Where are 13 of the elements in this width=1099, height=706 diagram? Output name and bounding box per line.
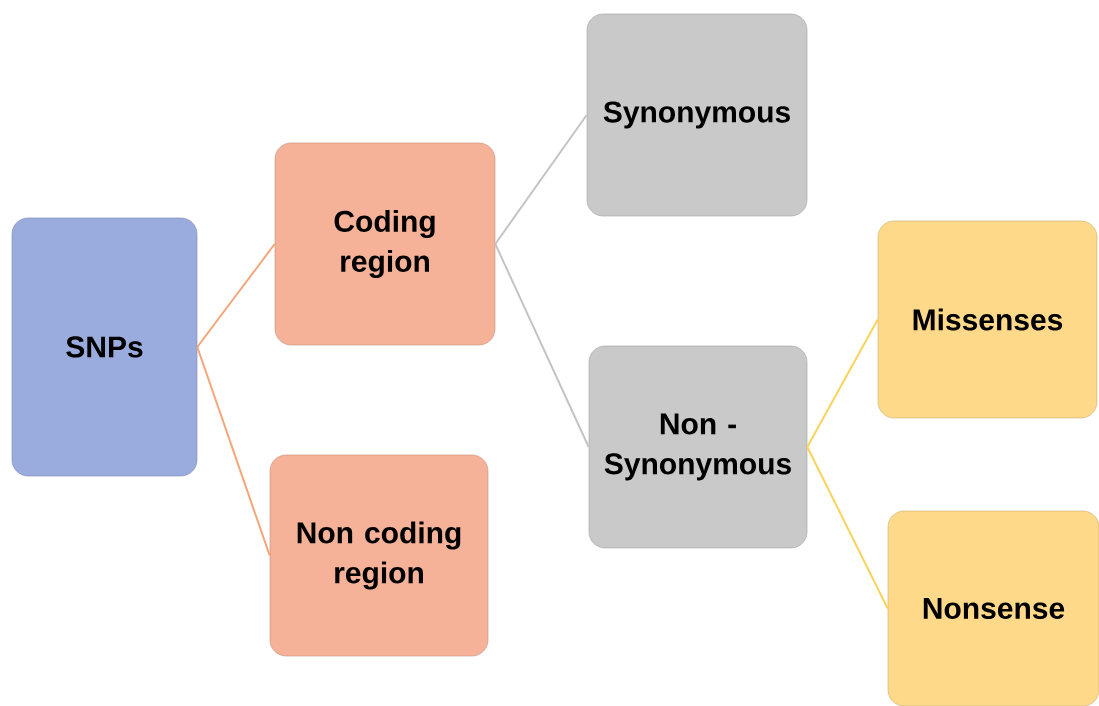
connector-line (196, 346, 271, 557)
connector-line (494, 114, 588, 245)
type-box: Synonymous (586, 13, 808, 217)
connector-line (806, 318, 879, 448)
root-box: SNPs (11, 217, 198, 477)
category-box: Coding region (274, 142, 496, 346)
category-box: Non coding region (269, 454, 489, 657)
type-box: Non - Synonymous (588, 345, 808, 549)
connector-line (806, 446, 889, 610)
connector-line (494, 243, 590, 448)
subtype-box: Nonsense (887, 510, 1099, 706)
subtype-box: Missenses (877, 220, 1098, 419)
connector-line (196, 243, 276, 348)
